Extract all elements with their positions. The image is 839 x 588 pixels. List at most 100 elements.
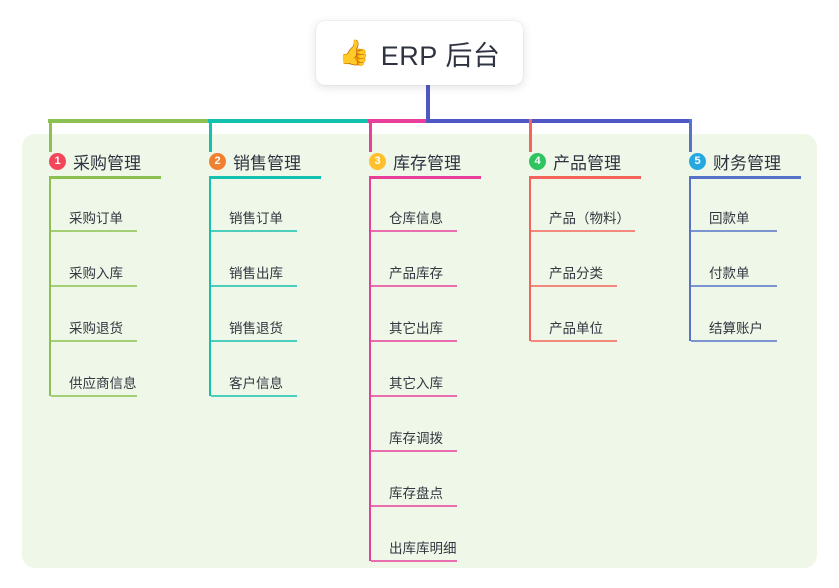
connector-bar-segment-3 [368, 119, 430, 123]
list-item-rule [51, 395, 137, 397]
list-item-rule [691, 340, 777, 342]
list-item-rule [211, 340, 297, 342]
list-item-rule [531, 285, 617, 287]
list-item[interactable]: 仓库信息 [369, 179, 506, 234]
root-node-title: ERP 后台 [380, 40, 501, 71]
list-item[interactable]: 产品库存 [369, 234, 506, 289]
column-spine [689, 179, 691, 341]
list-item-label: 销售出库 [229, 266, 283, 281]
list-item-rule [531, 340, 617, 342]
column-spine [209, 179, 211, 396]
column-badge-1: 1 [49, 152, 66, 170]
list-item-rule [371, 285, 457, 287]
column-items: 产品（物料） 产品分类产品单位 [516, 179, 666, 344]
column-title: 采购管理 [73, 153, 141, 173]
column-spine [529, 179, 531, 341]
thumbs-up-icon: 👍 [338, 38, 370, 67]
list-item-label: 采购订单 [69, 211, 123, 226]
list-item-label: 其它出库 [389, 321, 443, 336]
list-item[interactable]: 采购订单 [49, 179, 186, 234]
column-header-1[interactable]: 1 采购管理 [36, 146, 186, 176]
column-badge-5: 5 [689, 152, 706, 170]
column-title: 财务管理 [713, 153, 781, 173]
column-badge-3: 3 [369, 152, 386, 170]
list-item-label: 仓库信息 [389, 211, 443, 226]
list-item[interactable]: 其它入库 [369, 344, 506, 399]
list-item[interactable]: 供应商信息 [49, 344, 186, 399]
column-items: 仓库信息产品库存其它出库其它入库库存调拨库存盘点出库库明细 [356, 179, 506, 564]
list-item-rule [371, 395, 457, 397]
list-item[interactable]: 产品单位 [529, 289, 666, 344]
list-item-label: 销售订单 [229, 211, 283, 226]
column-header-rule [49, 176, 161, 179]
list-item[interactable]: 付款单 [689, 234, 826, 289]
connector-bar-segment-4 [426, 119, 692, 123]
connector-drop-1 [49, 119, 52, 152]
list-item-rule [371, 505, 457, 507]
list-item-label: 结算账户 [709, 321, 763, 336]
diagram-panel [22, 134, 817, 568]
list-item[interactable]: 销售退货 [209, 289, 346, 344]
list-item[interactable]: 库存盘点 [369, 454, 506, 509]
list-item[interactable]: 产品（物料） [529, 179, 666, 234]
column-header-5[interactable]: 5 财务管理 [676, 146, 826, 176]
list-item-rule [211, 230, 297, 232]
list-item-label: 产品（物料） [549, 211, 630, 226]
list-item-label: 回款单 [709, 211, 750, 226]
list-item-rule [371, 450, 457, 452]
list-item-label: 产品单位 [549, 321, 603, 336]
list-item-label: 其它入库 [389, 376, 443, 391]
list-item-label: 付款单 [709, 266, 750, 281]
list-item-rule [51, 340, 137, 342]
column-header-rule [689, 176, 801, 179]
column-badge-2: 2 [209, 152, 226, 170]
list-item[interactable]: 客户信息 [209, 344, 346, 399]
root-stem [426, 85, 430, 123]
list-item-rule [371, 230, 457, 232]
list-item-label: 采购入库 [69, 266, 123, 281]
list-item-label: 供应商信息 [69, 376, 137, 391]
list-item-rule [691, 230, 777, 232]
connector-bar-segment-1 [48, 119, 212, 123]
list-item-label: 销售退货 [229, 321, 283, 336]
list-item-rule [211, 395, 297, 397]
list-item[interactable]: 库存调拨 [369, 399, 506, 454]
connector-drop-4 [529, 119, 532, 152]
list-item-rule [211, 285, 297, 287]
list-item[interactable]: 结算账户 [689, 289, 826, 344]
column-spine [49, 179, 51, 396]
list-item-label: 库存盘点 [389, 486, 443, 501]
list-item-label: 产品分类 [549, 266, 603, 281]
list-item[interactable]: 采购退货 [49, 289, 186, 344]
list-item-rule [51, 285, 137, 287]
column-spine [369, 179, 371, 561]
connector-bar-segment-2 [208, 119, 372, 123]
column-header-rule [529, 176, 641, 179]
column-header-rule [209, 176, 321, 179]
column-items: 销售订单销售出库销售退货客户信息 [196, 179, 346, 399]
column-5: 5 财务管理回款单付款单结算账户 [676, 146, 826, 344]
list-item-label: 客户信息 [229, 376, 283, 391]
column-1: 1 采购管理采购订单采购入库采购退货供应商信息 [36, 146, 186, 399]
connector-drop-3 [369, 119, 372, 152]
list-item[interactable]: 出库库明细 [369, 509, 506, 564]
root-node[interactable]: 👍 ERP 后台 [316, 21, 523, 85]
list-item[interactable]: 产品分类 [529, 234, 666, 289]
column-header-rule [369, 176, 481, 179]
list-item[interactable]: 其它出库 [369, 289, 506, 344]
list-item[interactable]: 回款单 [689, 179, 826, 234]
list-item[interactable]: 采购入库 [49, 234, 186, 289]
list-item[interactable]: 销售订单 [209, 179, 346, 234]
list-item[interactable]: 销售出库 [209, 234, 346, 289]
list-item-label: 产品库存 [389, 266, 443, 281]
list-item-label: 库存调拨 [389, 431, 443, 446]
connector-drop-2 [209, 119, 212, 152]
list-item-rule [51, 230, 137, 232]
